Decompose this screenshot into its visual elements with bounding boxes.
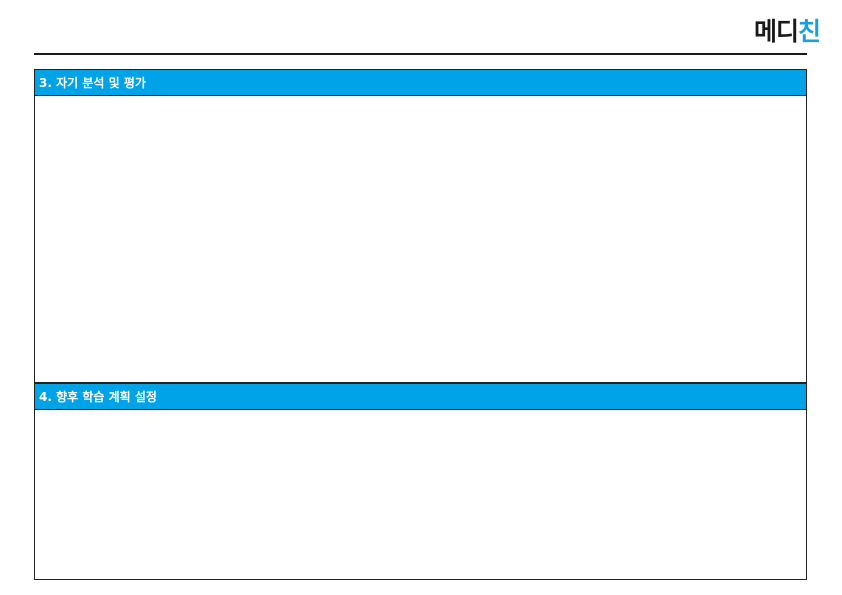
study-plan-content-area[interactable] xyxy=(35,410,806,578)
self-analysis-content-area[interactable] xyxy=(35,96,806,381)
brand-logo-text: 메디 xyxy=(753,17,799,46)
study-plan-section: 4. 향후 학습 계획 설정 xyxy=(34,383,807,580)
brand-logo: 메디친 xyxy=(690,16,821,48)
header-divider xyxy=(34,53,807,55)
section-title: 3. 자기 분석 및 평가 xyxy=(35,70,806,96)
section-title: 4. 향후 학습 계획 설정 xyxy=(35,384,806,410)
brand-logo-accent-text: 친 xyxy=(797,17,821,46)
self-analysis-section: 3. 자기 분석 및 평가 xyxy=(34,69,807,383)
